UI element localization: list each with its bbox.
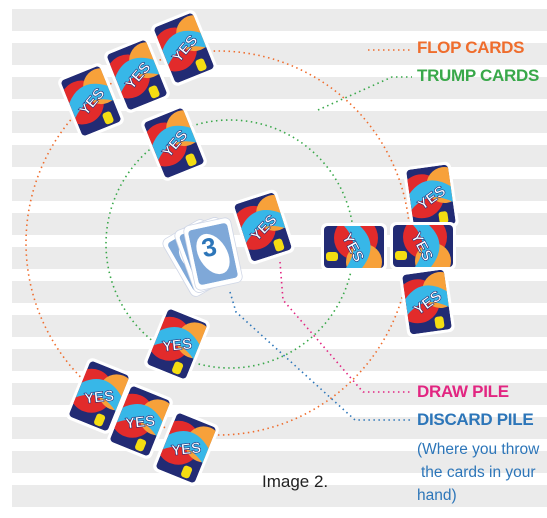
discard-note-line-1: (Where you throw [417, 441, 540, 458]
trump-card [390, 215, 456, 279]
trump-cards-label: TRUMP CARDS [417, 66, 540, 85]
draw-leader [279, 261, 412, 393]
flop-card [392, 265, 465, 339]
draw-pile-label: DRAW PILE [417, 382, 509, 401]
flop-card [136, 302, 220, 387]
trump-leader [317, 76, 412, 111]
image-caption: Image 2. [262, 472, 329, 491]
discard-note-line-3: hand) [417, 487, 457, 504]
discard-face-value: 3 [199, 231, 219, 263]
discard-note-line-2: the cards in your [421, 464, 536, 481]
discard-pile-label: DISCARD PILE [417, 410, 534, 429]
flop-cards-label: FLOP CARDS [417, 38, 525, 57]
cards-layer [50, 5, 468, 491]
flop-card [133, 100, 217, 185]
discard-leader [229, 291, 412, 421]
trump-card [321, 216, 387, 280]
